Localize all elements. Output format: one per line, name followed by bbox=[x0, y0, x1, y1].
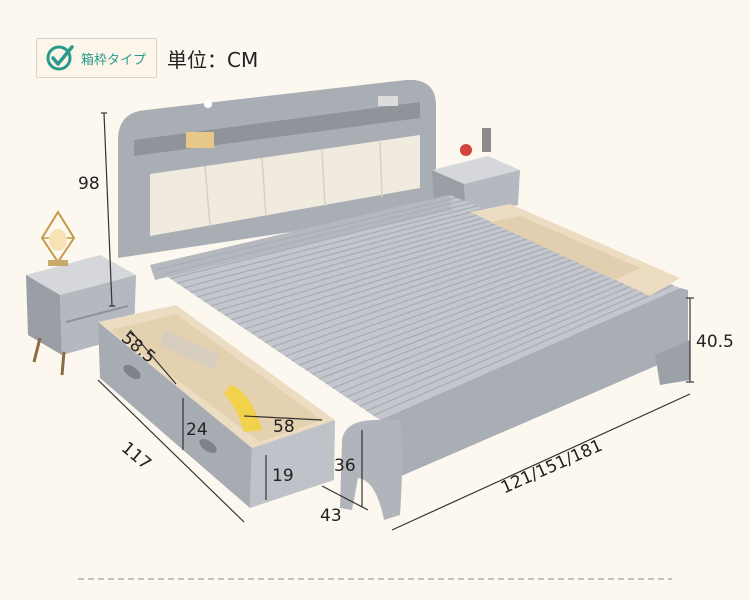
dimension-lines bbox=[97, 112, 694, 531]
bed-slat bbox=[170, 202, 471, 280]
dimension-drawer-inner-height: 24 bbox=[186, 420, 208, 440]
bed-slat bbox=[163, 199, 464, 275]
bed-slat bbox=[156, 197, 457, 271]
check-circle-icon bbox=[46, 45, 74, 71]
bed-slat bbox=[237, 229, 539, 325]
badge-label: 箱枠タイプ bbox=[81, 52, 147, 68]
bed-slat bbox=[285, 249, 586, 357]
unit-label: 単位：CM bbox=[167, 47, 259, 72]
bed-slats bbox=[150, 195, 680, 420]
dimension-headboard-height: 98 bbox=[78, 174, 100, 194]
bed-slat bbox=[251, 235, 552, 335]
bed-slat bbox=[230, 227, 532, 321]
bed-slat bbox=[176, 205, 478, 284]
dimension-side-height: 40.5 bbox=[696, 332, 734, 352]
bed-slat bbox=[203, 216, 505, 303]
bed-slat bbox=[325, 265, 627, 385]
bed-slat bbox=[318, 262, 620, 380]
bed-slat bbox=[305, 257, 606, 371]
bed-slat bbox=[312, 260, 613, 376]
headboard bbox=[118, 79, 436, 258]
bed-slat bbox=[258, 238, 559, 339]
dimension-drawer-front-height: 19 bbox=[272, 466, 294, 486]
bed-slat bbox=[359, 279, 660, 407]
dimension-drawer-total-height: 36 bbox=[334, 456, 356, 476]
bed-slat bbox=[264, 240, 566, 344]
type-badge: 箱枠タイプ 単位：CM bbox=[36, 38, 258, 78]
bed-slat bbox=[332, 268, 633, 389]
side-drawer bbox=[470, 204, 680, 296]
bed-slat bbox=[224, 224, 525, 316]
bed-slat bbox=[190, 210, 491, 293]
badge-box: 箱枠タイプ bbox=[36, 38, 158, 78]
bed-slat bbox=[291, 251, 593, 362]
bed-slat bbox=[197, 213, 498, 298]
bed-slat bbox=[298, 254, 600, 366]
bed-slat bbox=[352, 276, 654, 403]
side-rail bbox=[340, 288, 690, 520]
bed-slat bbox=[271, 243, 572, 348]
bed-slat bbox=[217, 221, 518, 312]
lamp-icon bbox=[40, 210, 76, 266]
bed-slat bbox=[278, 246, 579, 353]
bed-slat bbox=[372, 284, 674, 417]
bed-slat bbox=[345, 273, 647, 398]
bed-slat bbox=[210, 218, 512, 307]
dimension-drawer-front-width: 43 bbox=[320, 506, 342, 526]
bed-slat bbox=[339, 270, 640, 394]
open-drawer bbox=[98, 305, 335, 508]
dimension-drawer-width: 58 bbox=[273, 417, 295, 437]
bed-slat bbox=[244, 232, 545, 330]
right-nightstand bbox=[432, 128, 520, 215]
bed-slat bbox=[183, 208, 484, 289]
bed-slat bbox=[366, 281, 667, 412]
